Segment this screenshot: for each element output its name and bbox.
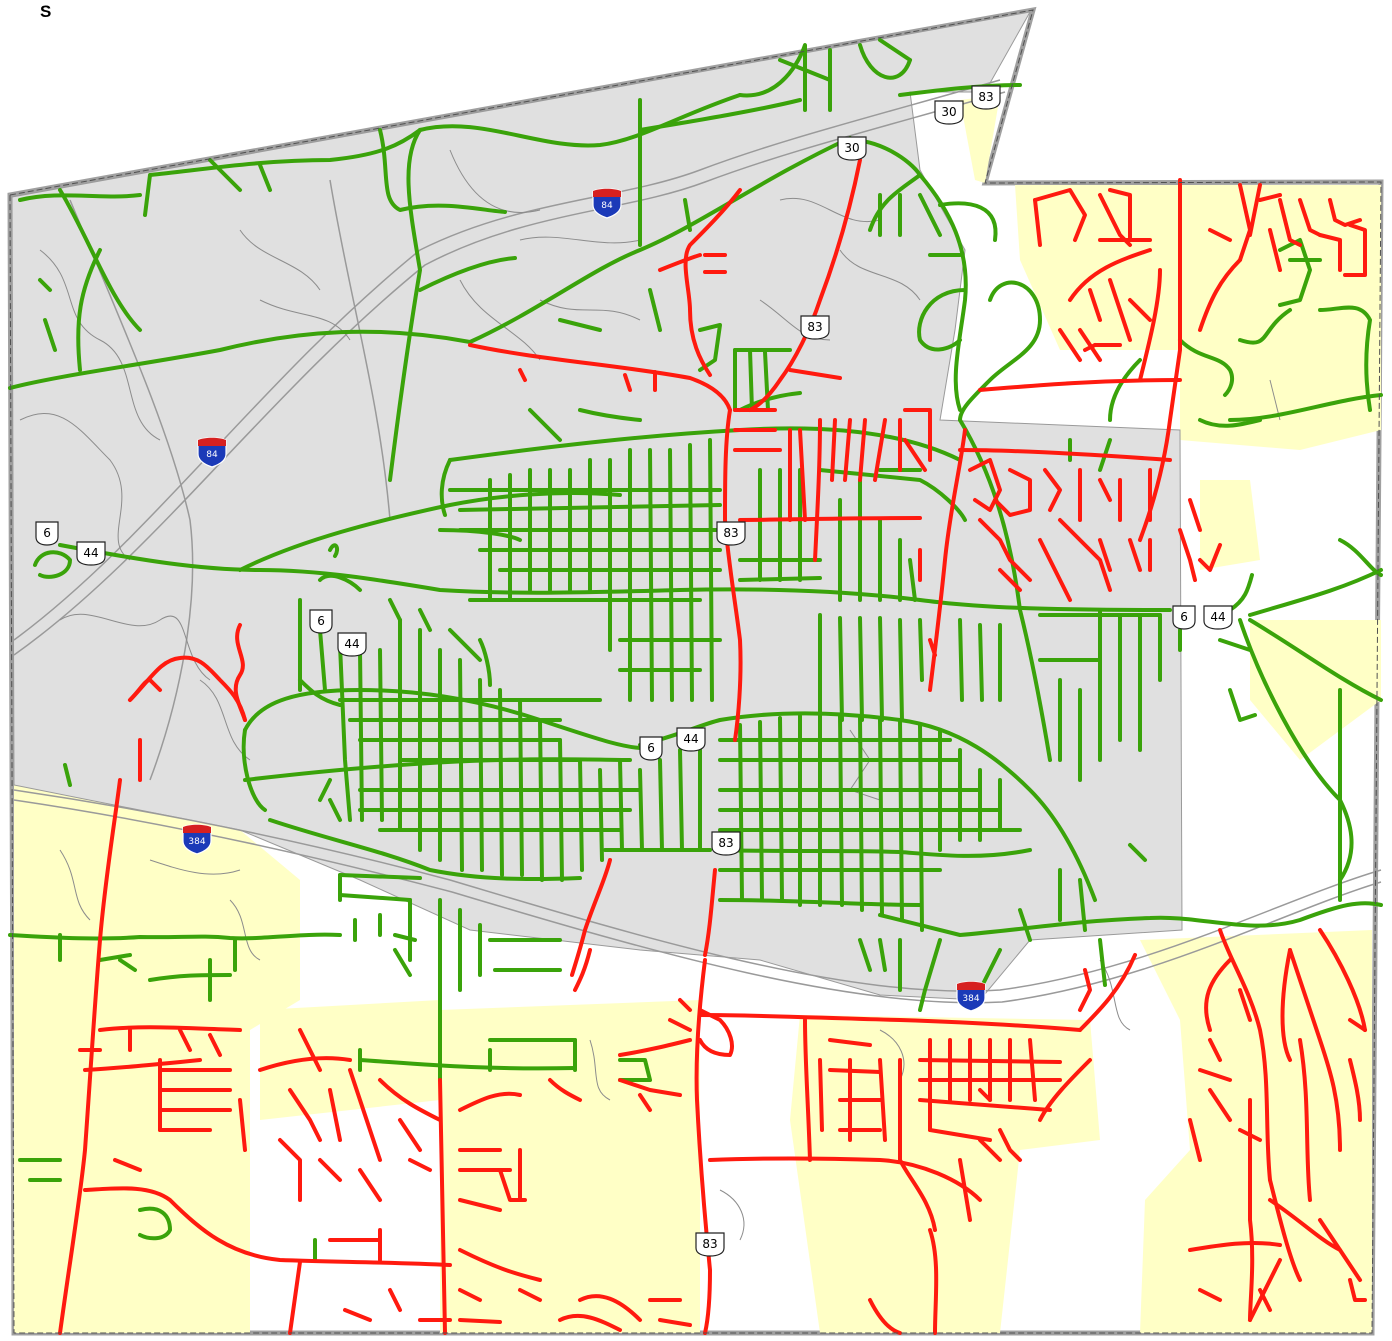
us-shield-icon <box>676 727 706 752</box>
us-shield-icon <box>309 609 333 634</box>
interstate-shield-i384-east: 384 <box>956 981 986 1012</box>
us-shield-icon <box>1172 605 1196 630</box>
map-corner-label: S <box>40 2 52 21</box>
us-route-shield-us83-b: 83 <box>800 315 830 340</box>
us-route-number: 83 <box>702 1237 717 1251</box>
us-route-number: 83 <box>723 526 738 540</box>
us-shield-icon <box>711 831 741 856</box>
us-route-shield-us44-center: 44 <box>337 632 367 657</box>
us-shield-icon <box>800 315 830 340</box>
interstate-shield-i84-west: 84 <box>197 437 227 468</box>
interstate-shield-band <box>593 188 621 197</box>
us-route-shield-us30-b: 30 <box>837 136 867 161</box>
us-route-shield-us6-mid: 6 <box>639 736 663 761</box>
us-shield-icon <box>76 541 106 566</box>
us-route-number: 44 <box>83 546 98 560</box>
interstate-shield-i84-north: 84 <box>592 188 622 219</box>
roads-red <box>58 158 1367 1335</box>
us-route-shield-us83-a: 83 <box>971 85 1001 110</box>
us-route-shield-us6-east: 6 <box>1172 605 1196 630</box>
us-route-shield-us44-west: 44 <box>76 541 106 566</box>
interstate-number: 384 <box>962 994 979 1004</box>
interstate-corridors <box>13 79 1382 1004</box>
interstate-shield-band <box>198 437 226 446</box>
us-shield-icon <box>1203 605 1233 630</box>
interstate-shield-i384-west: 384 <box>182 824 212 855</box>
us-route-shield-us6-center: 6 <box>309 609 333 634</box>
us-shield-icon <box>337 632 367 657</box>
us-route-shield-us83-c: 83 <box>716 521 746 546</box>
us-route-shield-us30-a: 30 <box>934 100 964 125</box>
town-boundary-line <box>9 9 1382 1334</box>
roads-green <box>8 38 1383 1262</box>
us-route-number: 44 <box>683 732 698 746</box>
us-route-shield-us83-e: 83 <box>695 1232 725 1257</box>
us-route-number: 6 <box>317 614 325 628</box>
us-route-number: 6 <box>1180 610 1188 624</box>
us-route-number: 6 <box>647 741 655 755</box>
us-route-shield-us44-mid: 44 <box>676 727 706 752</box>
us-route-number: 44 <box>1210 610 1225 624</box>
interstate-number: 384 <box>188 837 205 847</box>
interstate-number: 84 <box>206 450 218 460</box>
us-shield-icon <box>837 136 867 161</box>
us-shield-icon <box>934 100 964 125</box>
us-route-number: 44 <box>344 637 359 651</box>
us-route-shield-us44-east: 44 <box>1203 605 1233 630</box>
interstate-shield-band <box>183 824 211 833</box>
us-route-number: 30 <box>941 105 956 119</box>
us-shield-icon <box>695 1232 725 1257</box>
us-route-number: 6 <box>43 526 51 540</box>
interstate-number: 84 <box>601 201 613 211</box>
us-route-shield-us6-west: 6 <box>35 521 59 546</box>
us-shield-icon <box>971 85 1001 110</box>
us-route-shield-us83-d: 83 <box>711 831 741 856</box>
us-route-number: 30 <box>844 141 859 155</box>
us-route-number: 83 <box>978 90 993 104</box>
interstate-shield-band <box>957 981 985 990</box>
us-shield-icon <box>35 521 59 546</box>
us-shield-icon <box>639 736 663 761</box>
us-shield-icon <box>716 521 746 546</box>
route-shields: 30 83 30 83 83 6 44 6 44 6 44 6 44 83 83 84 84 384 384 <box>35 85 1233 1257</box>
us-route-number: 83 <box>718 836 733 850</box>
us-route-number: 83 <box>807 320 822 334</box>
